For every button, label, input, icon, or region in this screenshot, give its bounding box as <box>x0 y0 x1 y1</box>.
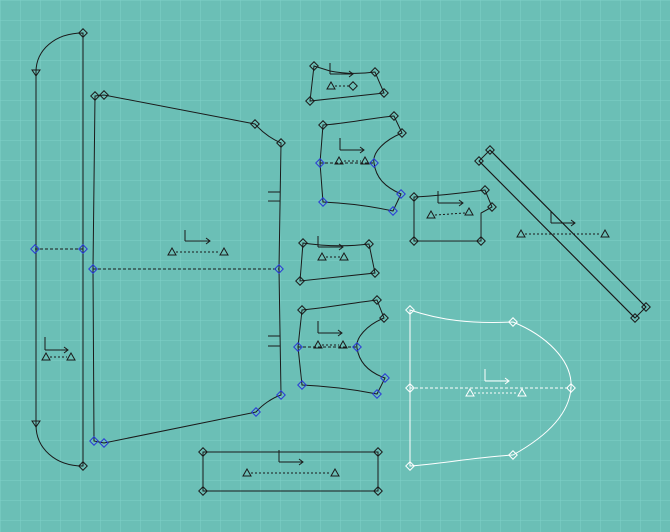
small-pocket-piece[interactable] <box>305 61 389 106</box>
diagonal-belt-loop[interactable] <box>474 145 651 323</box>
small-facing-piece[interactable] <box>409 185 497 246</box>
waistband-strip[interactable] <box>198 447 383 496</box>
sleeve-piece-selected[interactable] <box>405 305 576 471</box>
front-yoke-piece-lower[interactable] <box>293 295 390 399</box>
front-yoke-piece-upper[interactable] <box>315 111 407 216</box>
large-skirt-panel[interactable] <box>88 90 286 448</box>
waistband-curved-piece[interactable] <box>30 28 88 471</box>
cuff-piece-middle[interactable] <box>295 236 380 286</box>
